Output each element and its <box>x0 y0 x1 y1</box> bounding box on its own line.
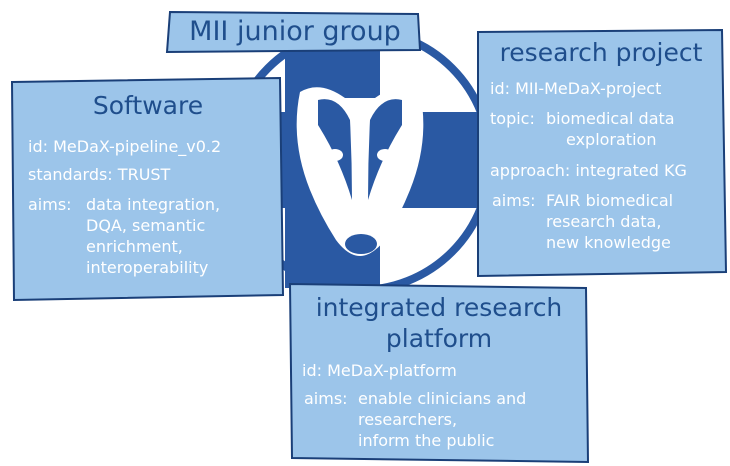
project-aim-2: research data, <box>546 212 662 231</box>
software-aims-key: aims: <box>28 195 72 214</box>
software-aims-list: data integration, DQA, semantic enrichme… <box>86 194 220 278</box>
platform-title-line-2: platform <box>385 324 493 353</box>
software-aim-1: data integration, <box>86 195 221 214</box>
software-aim-2: DQA, semantic <box>86 216 206 235</box>
project-aim-1: FAIR biomedical <box>546 191 674 210</box>
software-standards-key: standards: <box>28 165 113 184</box>
platform-aim-2: researchers, <box>358 410 458 429</box>
platform-aim-1: enable clinicians and <box>358 389 527 408</box>
project-approach-key: approach: <box>490 161 571 180</box>
project-box: research project id: MII-MeDaX-project t… <box>478 32 724 274</box>
platform-id-row: id: MeDaX-platform <box>302 360 457 381</box>
project-topic-key: topic: <box>490 109 535 128</box>
software-title: Software <box>92 91 204 120</box>
project-aims-key: aims: <box>492 191 536 210</box>
platform-id-key: id: <box>302 361 322 380</box>
project-id-row: id: MII-MeDaX-project <box>490 78 661 99</box>
project-topic-1: biomedical data <box>546 109 675 128</box>
software-aim-4: interoperability <box>86 258 209 277</box>
project-box-shape <box>477 28 728 278</box>
project-topic-2: exploration <box>566 130 657 149</box>
software-box-shape <box>10 76 285 302</box>
project-approach-row: approach: integrated KG <box>490 160 687 181</box>
project-approach-value: integrated KG <box>575 161 687 180</box>
project-id-key: id: <box>490 79 510 98</box>
platform-title: integrated research platform <box>292 292 586 354</box>
platform-aims-list: enable clinicians and researchers, infor… <box>358 388 526 451</box>
software-id-row: id: MeDaX-pipeline_v0.2 <box>28 136 221 157</box>
software-id-key: id: <box>28 137 48 156</box>
platform-id-value: MeDaX-platform <box>327 361 457 380</box>
software-box: Software id: MeDaX-pipeline_v0.2 standar… <box>14 82 282 296</box>
software-id-value: MeDaX-pipeline_v0.2 <box>53 137 222 156</box>
platform-title-line-1: integrated research <box>315 293 563 322</box>
project-aims-list: FAIR biomedical research data, new knowl… <box>546 190 673 253</box>
header-box-shape <box>165 10 422 54</box>
platform-aim-3: inform the public <box>358 431 495 450</box>
platform-box-shape <box>288 282 590 464</box>
project-title: research project <box>499 38 703 67</box>
header-title: MII junior group <box>189 16 401 47</box>
software-standards-value: TRUST <box>117 165 171 184</box>
project-topic-list: biomedical data exploration <box>546 108 675 150</box>
platform-box: integrated research platform id: MeDaX-p… <box>292 286 586 460</box>
platform-aims-key: aims: <box>304 389 348 408</box>
project-id-value: MII-MeDaX-project <box>515 79 662 98</box>
project-aim-3: new knowledge <box>546 233 671 252</box>
software-aim-3: enrichment, <box>86 237 183 256</box>
software-standards-row: standards: TRUST <box>28 164 170 185</box>
